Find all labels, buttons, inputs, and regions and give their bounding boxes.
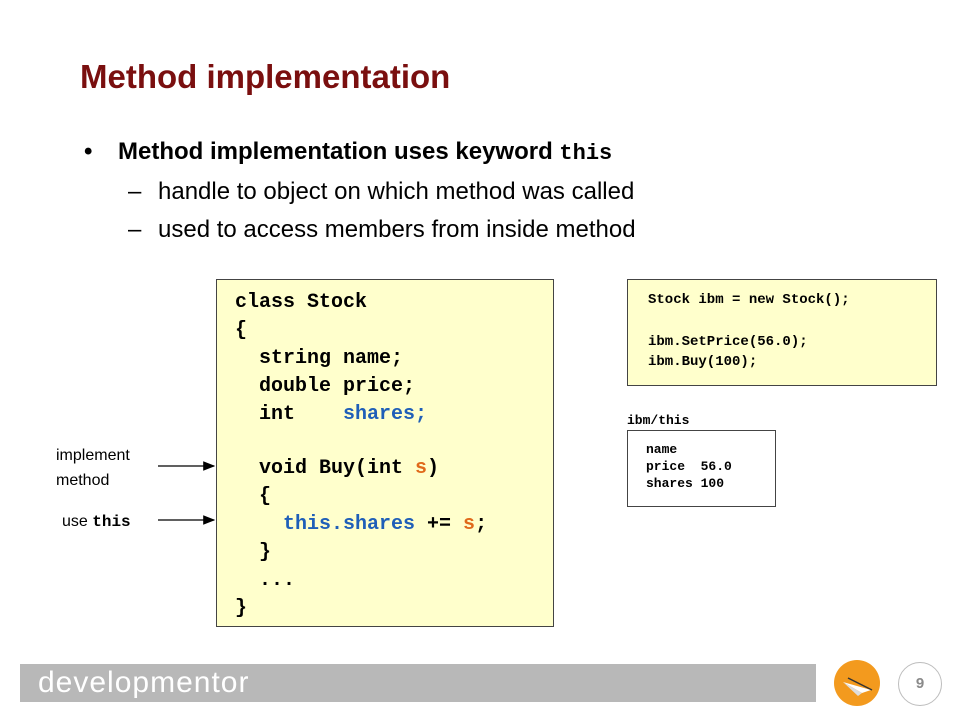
page-number: 9 — [898, 662, 942, 706]
implement-label-line1: implement — [56, 447, 130, 464]
object-field: name — [646, 442, 678, 457]
sub-bullet-2: used to access members from inside metho… — [158, 216, 636, 243]
main-bullet-keyword: this — [559, 141, 613, 166]
use-this-label: use this — [62, 513, 131, 531]
main-bullet-text: Method implementation uses keyword — [118, 138, 560, 165]
code-token: ) — [427, 457, 440, 480]
object-label: ibm/this — [627, 413, 690, 428]
code-line: { — [235, 485, 272, 508]
usage-line: ibm.Buy(100); — [648, 354, 758, 370]
code-line: ... — [235, 569, 296, 592]
use-this-keyword: this — [92, 513, 131, 531]
usage-line: ibm.SetPrice(56.0); — [648, 334, 808, 350]
main-bullet: Method implementation uses keyword this — [118, 138, 612, 166]
usage-code-box: Stock ibm = new Stock(); ibm.SetPrice(56… — [627, 279, 937, 386]
code-token: int — [235, 403, 344, 426]
sub-bullet-marker: – — [128, 178, 142, 205]
code-line: } — [235, 541, 272, 564]
code-line: this.shares += s; — [235, 513, 487, 536]
brand-name: developmentor — [38, 666, 250, 699]
code-token: void Buy(int — [235, 457, 416, 480]
object-field: price 56.0 — [646, 459, 732, 474]
object-box: name price 56.0 shares 100 — [627, 430, 776, 507]
code-token-param: s — [463, 513, 476, 536]
code-line: double price; — [235, 375, 416, 398]
usage-line: Stock ibm = new Stock(); — [648, 292, 850, 308]
code-token: += — [415, 513, 464, 536]
sub-bullet-1: handle to object on which method was cal… — [158, 178, 635, 205]
code-line: { — [235, 319, 248, 342]
code-token-param: s — [415, 457, 428, 480]
bullet-marker: • — [84, 138, 93, 165]
object-field: shares 100 — [646, 476, 725, 491]
code-line: string name; — [235, 347, 404, 370]
code-line: void Buy(int s) — [235, 457, 439, 480]
code-line: class Stock — [235, 291, 368, 314]
code-line: int shares; — [235, 403, 427, 426]
implement-label-line2: method — [56, 472, 110, 489]
code-token-this: this.shares — [235, 513, 416, 536]
use-this-text: use — [62, 513, 93, 530]
sub-bullet-marker: – — [128, 216, 142, 243]
code-line: } — [235, 597, 248, 620]
code-token: ; — [475, 513, 488, 536]
paper-plane-icon — [834, 660, 880, 706]
slide-title: Method implementation — [80, 58, 451, 95]
footer-bar: developmentor — [20, 664, 816, 702]
class-code-box: class Stock { string name; double price;… — [216, 279, 554, 627]
code-token-field: shares; — [343, 403, 428, 426]
